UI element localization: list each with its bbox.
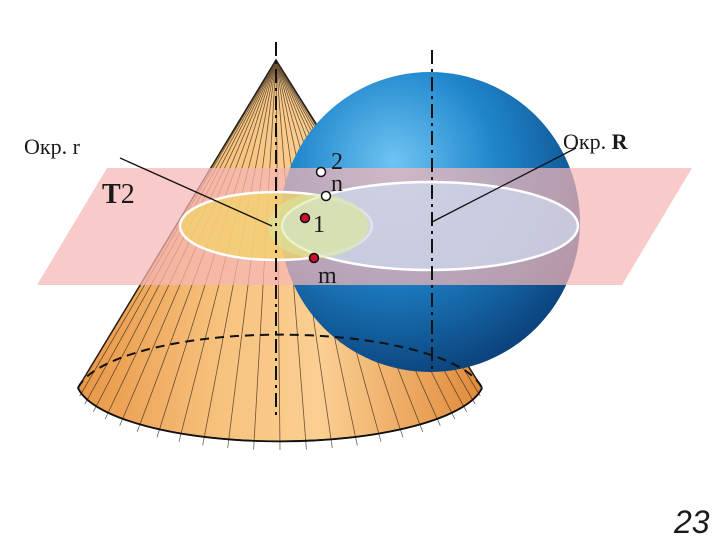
point-m-marker	[308, 252, 320, 264]
label-circle-R-prefix: Окр.	[563, 129, 612, 154]
cone-base-front-edge	[77, 387, 483, 443]
label-point-m: m	[318, 263, 337, 289]
label-point-1: 1	[313, 212, 325, 238]
label-circle-r: Окр. r	[24, 134, 80, 159]
label-circle-R: Окр. R	[563, 131, 627, 153]
cone-base-back-edge	[77, 333, 483, 389]
leader-line-r	[119, 157, 273, 227]
section-overlap	[268, 194, 368, 258]
label-point-n: n	[331, 171, 343, 197]
label-plane: T2	[102, 181, 135, 209]
point-2-marker	[315, 166, 327, 178]
label-circle-R-letter: R	[611, 129, 628, 154]
label-point-2: 2	[331, 149, 343, 175]
point-1-marker	[299, 212, 311, 224]
page-number: 23	[674, 504, 710, 540]
label-plane-index: 2	[120, 179, 135, 210]
point-n-marker	[320, 190, 332, 202]
label-plane-letter: T	[102, 179, 121, 210]
leader-line-R	[431, 147, 577, 223]
